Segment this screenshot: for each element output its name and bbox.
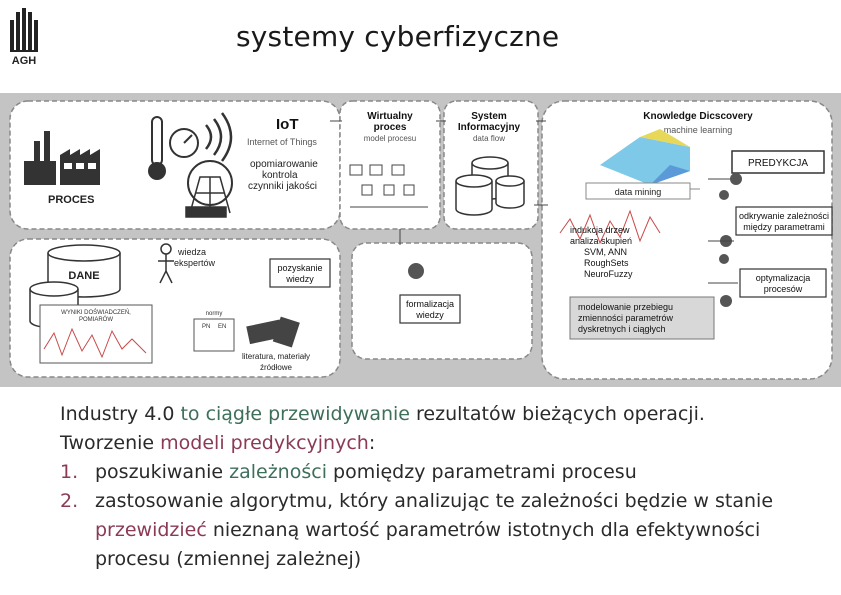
wiedza-line-2: ekspertów	[174, 258, 216, 268]
modelowanie-line-1: modelowanie przebiegu	[578, 302, 673, 312]
virtual-title-2: proces	[374, 122, 407, 133]
en-label: EN	[218, 324, 226, 330]
models-line: Tworzenie modeli predykcyjnych:	[60, 432, 376, 454]
body-text: Industry 4.0 to ciągłe przewidywanie rez…	[60, 400, 820, 574]
list-item: 1.poszukiwanie zależności pomiędzy param…	[60, 461, 637, 483]
gear-icon	[408, 263, 424, 279]
crane-icon	[185, 160, 233, 218]
iot-sublabel: Internet of Things	[247, 137, 317, 147]
pozyskanie-line-2: wiedzy	[285, 274, 314, 284]
wifi-icon	[205, 112, 233, 162]
wyniki-signal-icon	[43, 327, 147, 359]
factory-icon	[24, 131, 100, 185]
list-item-continuation: procesu (zmiennej zależnej)	[95, 548, 362, 570]
virtual-sublabel: model procesu	[364, 134, 416, 143]
virtual-title-1: Wirtualny	[367, 111, 413, 122]
pozyskanie-box	[269, 258, 331, 288]
kd-sublabel: machine learning	[664, 125, 733, 135]
cyber-physical-diagram: PROCES IoT Internet of Things opomiarowa…	[0, 93, 841, 387]
kd-title: Knowledge Dicscovery	[643, 111, 753, 122]
iot-label: IoT	[276, 116, 299, 133]
page-title: systemy cyberfizyczne	[236, 20, 560, 53]
optymalizacja-line-1: optymalizacja	[756, 273, 811, 283]
pn-label: PN	[202, 324, 210, 330]
modelowanie-box	[569, 296, 715, 340]
books-icon	[246, 316, 300, 348]
process-model-icon	[349, 164, 428, 208]
formalizacja-line-1: formalizacja	[406, 299, 454, 309]
sysinfo-title-2: Informacyjny	[458, 122, 521, 133]
odkrywanie-line-2: między parametrami	[743, 222, 825, 232]
thermometer-icon	[148, 116, 166, 180]
indukcja-line-2: analiza skupień	[570, 236, 632, 246]
opomiarowanie-line-1: opomiarowanie	[250, 159, 318, 170]
wiedza-line-1: wiedza	[177, 247, 206, 257]
panel-virtual	[339, 100, 441, 230]
expert-icon	[158, 243, 174, 284]
predykcja-box	[731, 150, 825, 174]
data-mining-label: data mining	[615, 187, 662, 197]
mining-signal-icon	[559, 209, 661, 245]
indukcja-text-block: indukcja drzew analiza skupień SVM, ANN …	[570, 225, 633, 279]
list-item: 2.zastosowanie algorytmu, który analizuj…	[60, 490, 774, 512]
modelowanie-line-2: zmienności parametrów	[578, 313, 674, 323]
agh-logo: AGH	[10, 8, 38, 66]
indukcja-line-1: indukcja drzew	[570, 225, 630, 235]
gauge-icon	[169, 128, 199, 158]
pozyskanie-line-1: pozyskanie	[277, 263, 322, 273]
list-item-continuation: przewidzieć nieznaną wartość parametrów …	[95, 519, 761, 541]
sysinfo-sublabel: data flow	[473, 134, 505, 143]
data-mining-box	[585, 182, 691, 200]
flow-arrows	[330, 120, 738, 284]
sysinfo-title-1: System	[471, 111, 507, 122]
normy-label: normy	[206, 311, 223, 317]
indukcja-line-3: SVM, ANN	[584, 247, 627, 257]
opomiarowanie-line-3: czynniki jakości	[248, 181, 317, 192]
formalizacja-line-2: wiedzy	[415, 310, 444, 320]
optymalizacja-line-2: procesów	[764, 284, 803, 294]
indukcja-line-5: NeuroFuzzy	[584, 269, 633, 279]
opomiarowanie-line-2: kontrola	[262, 170, 298, 181]
literatura-line-1: literatura, materiały	[242, 352, 310, 361]
wyniki-chart-box	[39, 304, 153, 364]
literatura-line-2: źródłowe	[260, 363, 293, 372]
odkrywanie-box	[735, 206, 833, 236]
formalizacja-box	[399, 294, 461, 324]
odkrywanie-line-1: odkrywanie zależności	[739, 211, 829, 221]
gear-icon	[719, 173, 742, 307]
modelowanie-line-3: dyskretnych i ciągłych	[578, 324, 666, 334]
wyniki-line-1: WYNIKI DOŚWIADCZEŃ,	[61, 308, 131, 316]
dane-label: DANE	[68, 270, 99, 282]
database-icon	[455, 156, 525, 216]
normy-box	[193, 318, 235, 352]
indukcja-line-4: RoughSets	[584, 258, 629, 268]
wyniki-line-2: POMIARÓW	[79, 316, 113, 323]
intro-line: Industry 4.0 to ciągłe przewidywanie rez…	[60, 403, 705, 425]
optymalizacja-box	[739, 268, 827, 298]
proces-label: PROCES	[48, 194, 94, 206]
logo-text: AGH	[12, 55, 37, 66]
predykcja-label: PREDYKCJA	[748, 158, 808, 169]
